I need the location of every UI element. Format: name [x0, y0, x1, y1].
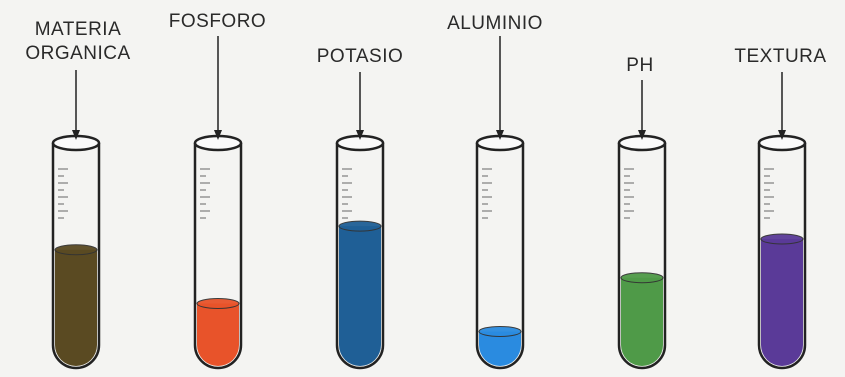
pointer-arrow-head [72, 130, 80, 140]
liquid-meniscus [338, 220, 382, 232]
liquid-meniscus [760, 233, 804, 245]
tube-glass [757, 143, 807, 370]
pointer-arrow-head [778, 130, 786, 140]
pointer-arrow-head [496, 130, 504, 140]
liquid [479, 331, 521, 366]
label-textura: TEXTURA [734, 46, 827, 67]
liquid [621, 277, 663, 366]
liquid [339, 226, 381, 366]
tube-glass [617, 143, 667, 370]
tube-glass [193, 143, 243, 370]
liquid [197, 303, 239, 366]
test-tube-textura [757, 72, 807, 370]
pointer-arrow-head [214, 130, 222, 140]
liquid-meniscus [196, 298, 240, 309]
test-tube-materia-organica [51, 70, 101, 370]
label-potasio: POTASIO [316, 46, 404, 67]
liquid-meniscus [478, 325, 522, 337]
test-tube-ph [617, 80, 667, 370]
label-aluminio: ALUMINIO [447, 13, 543, 34]
pointer-arrow-head [356, 130, 364, 140]
label-ph: PH [626, 55, 654, 76]
liquid-meniscus [54, 244, 98, 256]
pointer-arrow-head [638, 130, 646, 140]
tube-glass [335, 143, 385, 370]
test-tube-potasio [335, 72, 385, 370]
label-materia-organica: MATERIA ORGANICA [25, 19, 131, 64]
test-tube-fosforo [193, 36, 243, 370]
test-tube-aluminio [475, 36, 525, 370]
liquid [761, 239, 803, 366]
label-fosforo: FOSFORO [168, 11, 267, 32]
tube-glass [51, 143, 101, 370]
liquid-meniscus [620, 272, 664, 284]
tube-glass [475, 143, 525, 370]
liquid [55, 249, 97, 366]
